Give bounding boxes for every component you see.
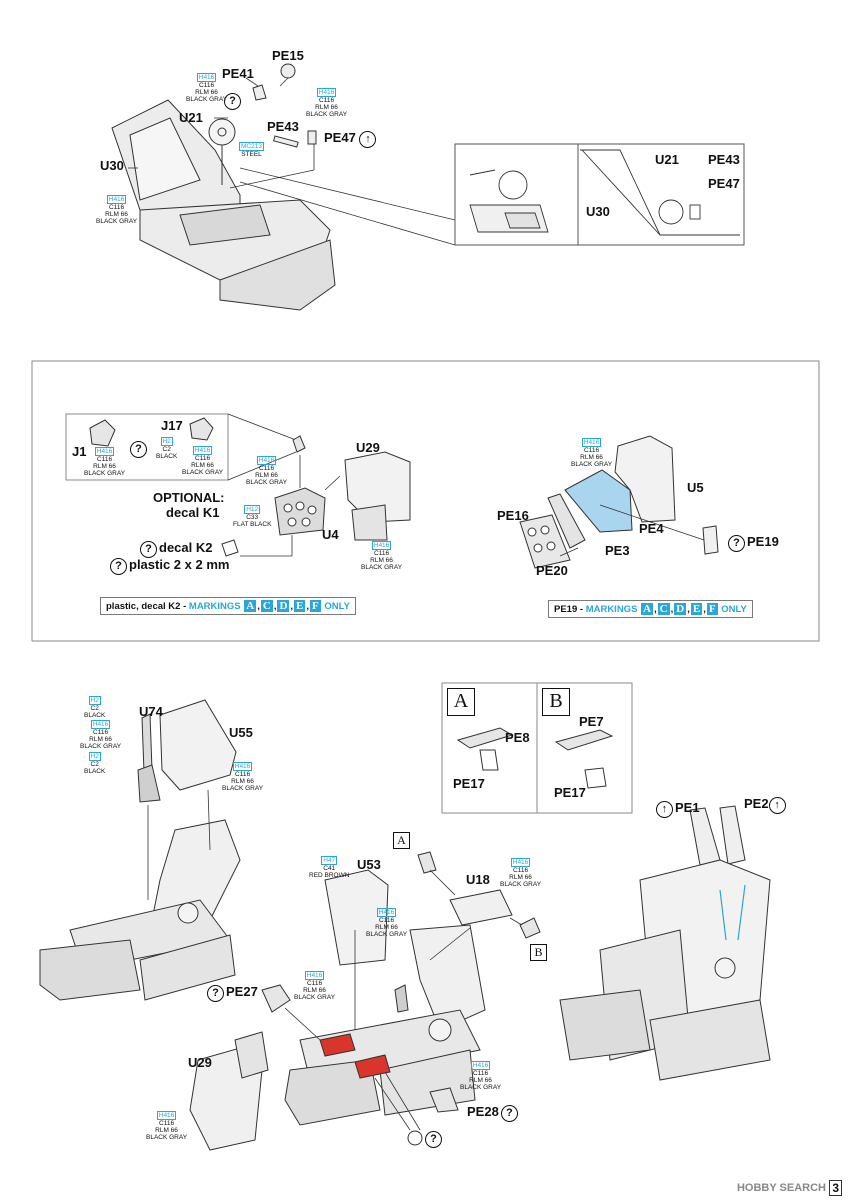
optional-icon: ? [224, 92, 243, 110]
flip-arrow-icon: ↑ [768, 797, 786, 814]
label-pe20: PE20 [536, 563, 568, 578]
optional-icon: ? [425, 1130, 444, 1148]
flip-arrow-icon: ↑ [359, 131, 377, 148]
label-u29: U29 [356, 440, 380, 455]
paint-callout: H416 C116 RLM 66 BLACK GRAY [361, 541, 403, 571]
detail-box-2 [577, 143, 745, 246]
paint-callout: H416 C116 RLM 66 BLACK GRAY [222, 762, 264, 792]
label-u5: U5 [687, 480, 704, 495]
paint-callout: H416 C116 RLM 66 BLACK GRAY [182, 446, 224, 476]
paint-callout: H2 C2 BLACK [84, 752, 106, 775]
detail-label-pe47: PE47 [708, 176, 740, 191]
paint-callout: H416 C116 RLM 66 BLACK GRAY [306, 88, 348, 118]
label-j17: J17 [161, 418, 183, 433]
marking-box-b: B [542, 688, 570, 716]
watermark: HOBBY SEARCH [736, 1182, 826, 1194]
label-u30: U30 [100, 158, 124, 173]
label-decal-k2: ?decal K2 [140, 540, 212, 558]
label-pe47: PE47 ↑ [324, 130, 378, 148]
paint-callout: H416 C116 RLM 66 BLACK GRAY [571, 438, 613, 468]
paint-callout: H416 C116 RLM 66 BLACK GRAY [294, 971, 336, 1001]
label-pe28: PE28? [467, 1104, 520, 1122]
label-pe3: PE3 [605, 543, 630, 558]
label-pe4: PE4 [639, 521, 664, 536]
label-pe19: ?PE19 [728, 534, 779, 552]
paint-callout: H12 C33 FLAT BLACK [233, 505, 272, 528]
marking-b-small: B [530, 944, 547, 961]
paint-callout: H416 C116 RLM 66 BLACK GRAY [500, 858, 542, 888]
label-b-pe17: PE17 [554, 785, 586, 800]
paint-callout: H416 C116 RLM 66 BLACK GRAY [80, 720, 122, 750]
paint-callout: H416 C116 RLM 66 BLACK GRAY [84, 447, 126, 477]
label-b-pe7: PE7 [579, 714, 604, 729]
pe15-shape [280, 63, 296, 79]
paint-callout: H416 C116 RLM 66 BLACK GRAY [366, 908, 408, 938]
label-optional: OPTIONAL: [153, 490, 225, 505]
markings-note-left: plastic, decal K2 - MARKINGS A,C,D,E,F O… [100, 597, 356, 615]
marking-a-small: A [393, 832, 410, 849]
j-inset-box [65, 413, 229, 481]
label-u53: U53 [357, 857, 381, 872]
label-pe43: PE43 [267, 119, 299, 134]
flip-arrow-icon: ↑ [656, 801, 673, 818]
label-a-pe17: PE17 [453, 776, 485, 791]
label-pe2: PE2↑ [744, 796, 788, 814]
label-plastic: ?plastic 2 x 2 mm [110, 557, 229, 575]
label-j1: J1 [72, 444, 87, 459]
label-u4: U4 [322, 527, 339, 542]
label-pe41: PE41 [222, 66, 254, 81]
marking-box-a: A [447, 688, 475, 716]
paint-callout: H416 C116 RLM 66 BLACK GRAY [186, 73, 228, 103]
pe47-shape [307, 130, 317, 145]
detail-label-u21: U21 [655, 152, 679, 167]
pe41-shape [252, 84, 267, 101]
optional-icon: ? [130, 440, 149, 458]
label-u29-bottom: U29 [188, 1055, 212, 1070]
paint-callout: H416 C116 RLM 66 BLACK GRAY [96, 195, 138, 225]
paint-callout: H2 C2 BLACK [156, 437, 178, 460]
pe43-shape [273, 135, 299, 148]
markings-note-right: PE19 - MARKINGS A,C,D,E,F ONLY [548, 600, 753, 618]
paint-callout: H2 C2 BLACK [84, 696, 106, 719]
label-u55: U55 [229, 725, 253, 740]
detail-label-u30: U30 [586, 204, 610, 219]
label-pe16: PE16 [497, 508, 529, 523]
detail-label-pe43: PE43 [708, 152, 740, 167]
paint-callout: H416 C116 RLM 66 BLACK GRAY [460, 1061, 502, 1091]
label-pe27: ?PE27 [207, 984, 258, 1002]
top-cockpit-tub [111, 99, 336, 311]
middle-frame [31, 360, 820, 642]
label-a-pe8: PE8 [505, 730, 530, 745]
paint-callout: H416 C116 RLM 66 BLACK GRAY [246, 456, 288, 486]
label-decal-k1: decal K1 [166, 505, 220, 520]
paint-callout: MC213 STEEL [239, 142, 264, 158]
label-pe1: ↑PE1 [656, 800, 700, 818]
paint-callout: H416 C116 RLM 66 BLACK GRAY [146, 1111, 188, 1141]
label-pe15: PE15 [272, 48, 304, 63]
label-u21: U21 [179, 110, 203, 125]
page-number: 3 [829, 1180, 842, 1196]
label-u18: U18 [466, 872, 490, 887]
label-u74: U74 [139, 704, 163, 719]
paint-callout: H47 C41 RED BROWN [309, 856, 350, 879]
